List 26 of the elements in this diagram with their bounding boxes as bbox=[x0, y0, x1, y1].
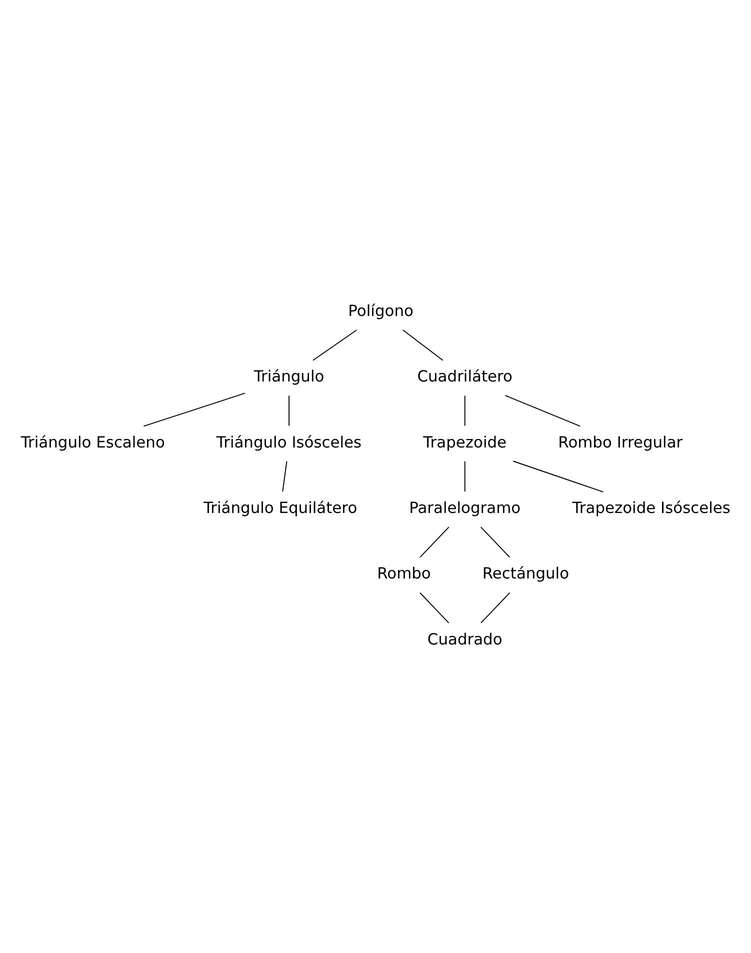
node-text: Cuadrado bbox=[427, 630, 502, 648]
connector bbox=[312, 330, 358, 361]
node-text: Triángulo Equilátero bbox=[204, 499, 358, 518]
node-text: Rombo Irregular bbox=[558, 433, 683, 452]
node-text: Polígono bbox=[348, 302, 414, 320]
connector bbox=[143, 392, 246, 427]
node-text: Triángulo bbox=[254, 368, 324, 386]
connector bbox=[464, 460, 466, 492]
node-text: Trapezoide Isósceles bbox=[572, 499, 730, 518]
connector bbox=[512, 460, 604, 492]
node-text: Triángulo Isósceles bbox=[216, 433, 362, 452]
connector bbox=[464, 395, 466, 426]
connector bbox=[480, 592, 510, 624]
node-text: Cuadrilátero bbox=[417, 368, 512, 386]
connector bbox=[402, 330, 444, 361]
connector bbox=[282, 460, 288, 492]
connector bbox=[504, 395, 581, 427]
node-text: Trapezoide bbox=[423, 433, 507, 452]
connector bbox=[420, 526, 450, 558]
node-text: Triángulo Escaleno bbox=[20, 433, 165, 452]
node-text: Rombo bbox=[377, 564, 431, 583]
node-text: Paralelogramo bbox=[409, 499, 521, 518]
connector bbox=[480, 526, 510, 558]
node-text: Rectángulo bbox=[482, 564, 570, 583]
connector bbox=[288, 395, 290, 426]
connector bbox=[420, 592, 450, 624]
